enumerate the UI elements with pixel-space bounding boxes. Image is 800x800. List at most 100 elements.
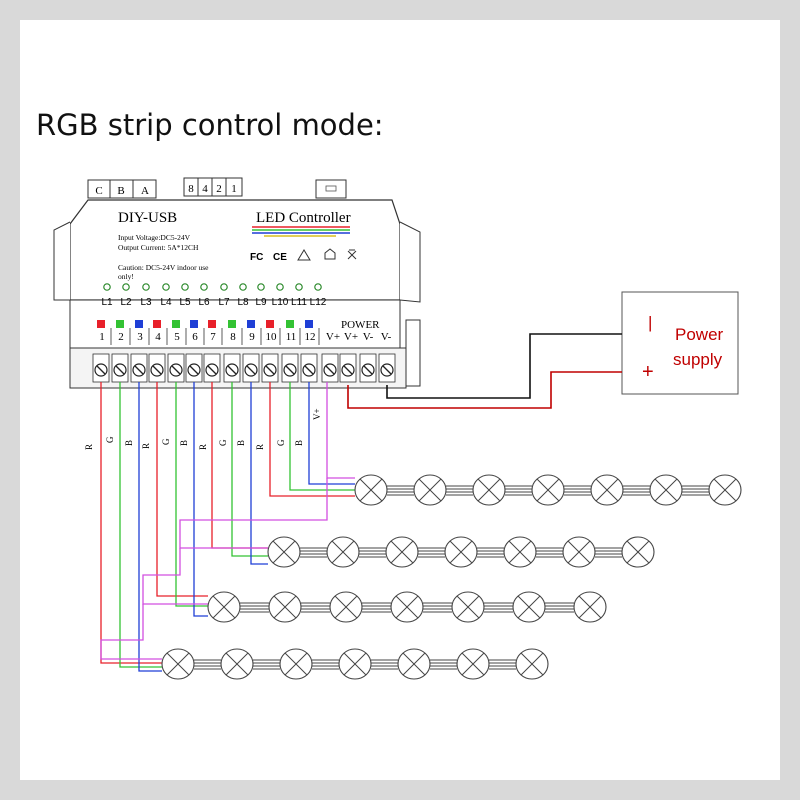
channel-label-1: L1 bbox=[101, 297, 113, 308]
channel-color-square-6 bbox=[190, 320, 198, 328]
terminal-number-7: 7 bbox=[210, 331, 216, 343]
terminal-screw-slot bbox=[246, 365, 256, 375]
output-current-label: Output Current: 5A*12CH bbox=[118, 243, 199, 252]
power-supply: | + Power supply bbox=[621, 291, 739, 395]
wire-9 bbox=[250, 382, 268, 565]
wire-label-4: R bbox=[141, 443, 151, 449]
led-cross bbox=[331, 540, 355, 564]
wire-3 bbox=[138, 382, 162, 672]
led-cross bbox=[395, 595, 419, 619]
terminal-screw-slot bbox=[207, 365, 217, 375]
led-cross bbox=[402, 652, 426, 676]
terminal-screw-slot bbox=[382, 365, 392, 375]
channel-label-4: L4 bbox=[160, 297, 172, 308]
dip-label-1: 1 bbox=[231, 183, 237, 195]
wire-10 bbox=[269, 382, 355, 497]
channel-color-square-8 bbox=[228, 320, 236, 328]
terminal-screw-slot bbox=[115, 365, 125, 375]
led-strips bbox=[161, 474, 742, 680]
wire-12 bbox=[308, 382, 355, 485]
vplus-wire-strip-2 bbox=[179, 478, 328, 549]
led-cross bbox=[508, 540, 532, 564]
power-terminal-labels: V+V+V-V- bbox=[326, 331, 392, 343]
channel-label-8: L8 bbox=[237, 297, 249, 308]
dip-label-8: 8 bbox=[188, 183, 194, 195]
wire-2 bbox=[119, 382, 162, 668]
terminal-number-3: 3 bbox=[137, 331, 143, 343]
wire-label-6: B bbox=[179, 440, 189, 446]
channel-led-2 bbox=[122, 283, 130, 291]
channel-led-10 bbox=[276, 283, 284, 291]
channel-led-5 bbox=[181, 283, 189, 291]
diagram-panel bbox=[20, 20, 780, 780]
terminal-screw-slot bbox=[285, 365, 295, 375]
terminal-screw-slot bbox=[189, 365, 199, 375]
power-supply-label-line2: supply bbox=[673, 350, 723, 369]
wire-label-7: R bbox=[198, 444, 208, 450]
channel-led-7 bbox=[220, 283, 228, 291]
wire-4 bbox=[156, 382, 208, 597]
channel-led-8 bbox=[239, 283, 247, 291]
led-cross bbox=[713, 478, 737, 502]
screw-terminals bbox=[92, 353, 396, 383]
channel-color-square-10 bbox=[266, 320, 274, 328]
led-cross bbox=[359, 478, 383, 502]
terminal-number-12: 12 bbox=[305, 331, 316, 343]
home-icon bbox=[324, 248, 336, 260]
channel-label-11: L11 bbox=[291, 297, 307, 308]
led-cross bbox=[477, 478, 501, 502]
wire-label-11: G bbox=[276, 439, 286, 446]
channel-label-3: L3 bbox=[140, 297, 152, 308]
terminal-screw-slot bbox=[134, 365, 144, 375]
led-cross bbox=[212, 595, 236, 619]
channel-label-12: L12 bbox=[310, 297, 327, 308]
led-cross bbox=[225, 652, 249, 676]
terminal-number-1: 1 bbox=[99, 331, 105, 343]
channel-led-4 bbox=[162, 283, 170, 291]
controller-name: LED Controller bbox=[256, 210, 351, 226]
channel-color-square-7 bbox=[208, 320, 216, 328]
led-cross bbox=[461, 652, 485, 676]
terminal-number-4: 4 bbox=[155, 331, 161, 343]
terminal-screw-slot bbox=[152, 365, 162, 375]
caution-label-line1: Caution: DC5-24V indoor use bbox=[118, 263, 209, 272]
led-cross bbox=[449, 540, 473, 564]
led-strip-1 bbox=[354, 474, 742, 506]
terminal-screw-slot bbox=[227, 365, 237, 375]
led-cross bbox=[567, 540, 591, 564]
power-negative-lead bbox=[386, 333, 622, 399]
wire-label-13: V+ bbox=[312, 408, 322, 420]
led-cross bbox=[166, 652, 190, 676]
power-supply-plus: + bbox=[642, 361, 654, 383]
led-cross bbox=[456, 595, 480, 619]
led-cross bbox=[273, 595, 297, 619]
terminal-screw-slot bbox=[171, 365, 181, 375]
led-cross bbox=[578, 595, 602, 619]
power-supply-label-line1: Power bbox=[675, 325, 724, 344]
channel-led-3 bbox=[142, 283, 150, 291]
connector-label-c: C bbox=[95, 185, 102, 197]
channel-label-6: L6 bbox=[198, 297, 210, 308]
terminal-screw-slot bbox=[304, 365, 314, 375]
channel-color-square-12 bbox=[305, 320, 313, 328]
led-cross bbox=[517, 595, 541, 619]
led-cross bbox=[654, 478, 678, 502]
left-mounting-ear bbox=[53, 221, 71, 301]
terminal-number-10: 10 bbox=[266, 331, 278, 343]
wire-1 bbox=[100, 382, 162, 664]
dip-label-2: 2 bbox=[216, 183, 222, 195]
channel-color-square-2 bbox=[116, 320, 124, 328]
terminal-screw-slot bbox=[363, 365, 373, 375]
led-strip-3 bbox=[207, 591, 607, 623]
channel-led-9 bbox=[257, 283, 265, 291]
power-terminal-label-1: V+ bbox=[326, 331, 340, 343]
power-supply-box bbox=[621, 291, 739, 395]
wire-label-1: R bbox=[84, 444, 94, 450]
channel-label-10: L10 bbox=[272, 297, 289, 308]
terminal-number-11: 11 bbox=[286, 331, 297, 343]
channel-color-square-9 bbox=[247, 320, 255, 328]
address-connector-cba bbox=[87, 179, 157, 199]
ce-mark: CE bbox=[273, 252, 287, 263]
